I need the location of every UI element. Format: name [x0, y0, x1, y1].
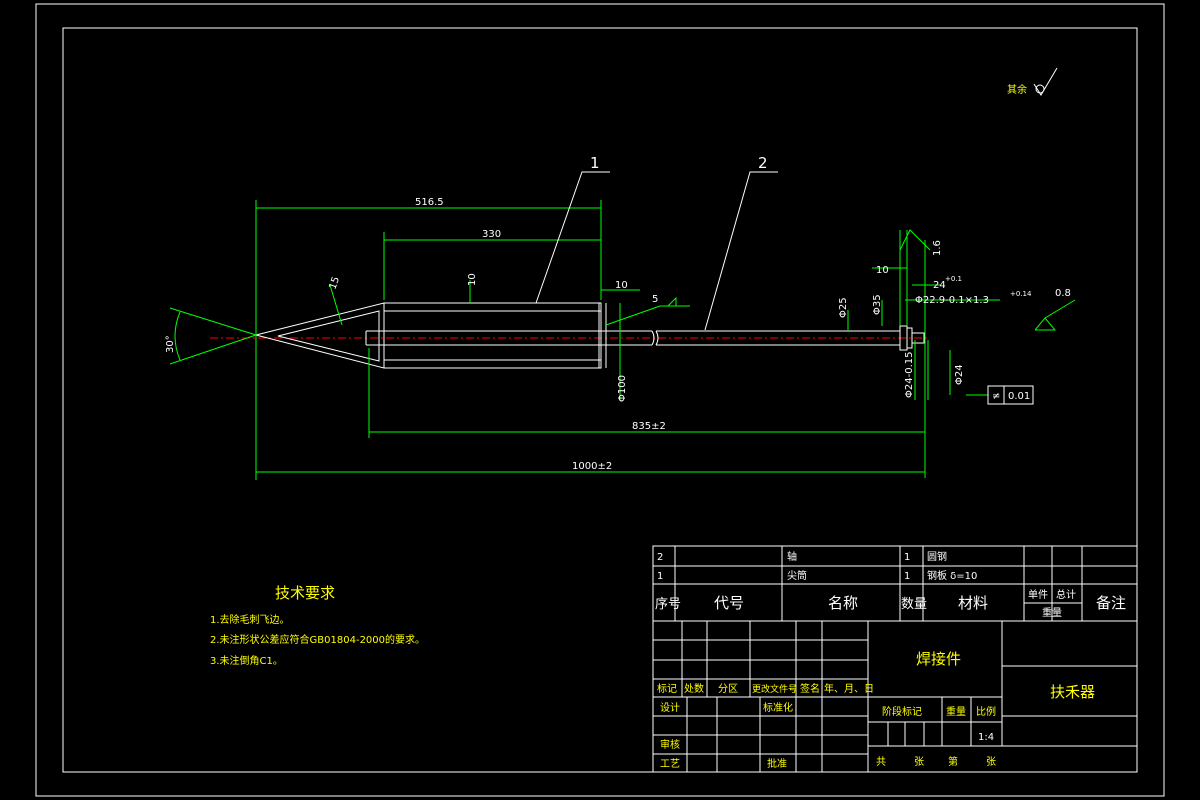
dim-10-right: 10: [615, 280, 628, 291]
header-code: 代号: [714, 594, 744, 612]
dim-24-tol: +0.1: [945, 275, 962, 283]
tolerance-symbol: ≠: [992, 391, 1000, 402]
part-type: 焊接件: [916, 650, 961, 668]
label-process: 工艺: [660, 758, 680, 770]
header-seq: 序号: [655, 597, 681, 612]
tech-req-item-1: 1.去除毛刺飞边。: [210, 613, 290, 626]
dim-phi100: Φ100: [617, 375, 628, 402]
label-scale: 比例: [976, 705, 996, 718]
header-total: 总计: [1056, 588, 1076, 601]
row2-name: 轴: [787, 550, 797, 563]
dim-10-far: 10: [876, 265, 889, 276]
part-leaders: [535, 171, 778, 331]
sheets-total: 共: [876, 756, 886, 768]
part-label-1: 1: [590, 154, 600, 172]
sheets-unit-2: 张: [986, 756, 996, 768]
tolerance-value: 0.01: [1008, 391, 1030, 402]
roughness-symbol: [1033, 67, 1058, 96]
dim-30-angle: 30°: [165, 335, 176, 353]
dim-15: 15: [327, 275, 342, 291]
dim-1000: 1000±2: [572, 461, 612, 472]
header-material: 材料: [958, 594, 988, 612]
sheets-unit-1: 张: [914, 756, 924, 768]
rev-h-date: 年、月、日: [824, 682, 874, 695]
sheets-index: 第: [948, 755, 958, 768]
dim-phi25: Φ25: [838, 297, 849, 318]
dim-330: 330: [482, 229, 501, 240]
roughness-note: 其余: [1007, 83, 1027, 96]
part-1-cone-tube: [255, 302, 607, 369]
header-note: 备注: [1096, 594, 1126, 612]
rev-h-doc: 更改文件号: [752, 683, 797, 695]
row2-seq: 2: [657, 552, 663, 563]
rev-h-sign: 签名: [800, 682, 820, 695]
tech-req-title: 技术要求: [275, 584, 335, 602]
rev-h-count: 处数: [684, 682, 704, 695]
dim-0-8: 0.8: [1055, 288, 1071, 299]
label-design: 设计: [660, 701, 680, 714]
dim-516: 516.5: [415, 197, 444, 208]
row1-qty: 1: [904, 571, 910, 582]
label-weight: 重量: [946, 705, 966, 718]
dim-10-top: 10: [467, 273, 478, 286]
header-qty: 数量: [901, 597, 927, 612]
label-stage: 阶段标记: [882, 705, 922, 718]
header-unit: 单件: [1028, 589, 1048, 601]
row1-seq: 1: [657, 571, 663, 582]
scale-value: 1:4: [978, 732, 994, 743]
dim-thread-tol: +0.14: [1010, 290, 1032, 298]
label-approve: 批准: [767, 757, 787, 770]
outer-border: [35, 3, 1165, 797]
part-name: 扶禾器: [1050, 683, 1095, 701]
header-name: 名称: [828, 594, 858, 612]
part-2-shaft: [365, 325, 925, 351]
tech-req-item-2: 2.未注形状公差应符合GB01804-2000的要求。: [210, 633, 425, 646]
header-weight: 重量: [1042, 606, 1062, 619]
part-label-2: 2: [758, 154, 768, 172]
rev-h-zone: 分区: [718, 683, 738, 695]
row1-material: 钢板 δ=10: [927, 569, 977, 582]
tech-req-item-3: 3.未注倒角C1。: [210, 654, 283, 667]
dim-phi-small: Φ24: [954, 364, 965, 385]
label-standardize: 标准化: [763, 701, 793, 714]
dimension-lines: [169, 200, 1076, 480]
dim-835: 835±2: [632, 421, 666, 432]
inner-frame: [62, 27, 1138, 773]
row2-qty: 1: [904, 552, 910, 563]
dim-24: 24: [933, 280, 946, 291]
row2-material: 圆钢: [927, 550, 947, 563]
dim-phi24: Φ24-0.15: [904, 352, 915, 398]
dim-thread: Φ22.9-0.1×1.3: [915, 295, 989, 306]
weld-5: 5: [652, 294, 658, 305]
title-block-grid: [652, 545, 1138, 773]
dim-1-6: 1.6: [932, 240, 943, 256]
label-review: 审核: [660, 738, 680, 751]
rev-h-mark: 标记: [657, 683, 677, 695]
dim-phi35: Φ35: [872, 294, 883, 315]
tolerance-frame: [987, 385, 1034, 405]
row1-name: 尖筒: [787, 569, 807, 582]
